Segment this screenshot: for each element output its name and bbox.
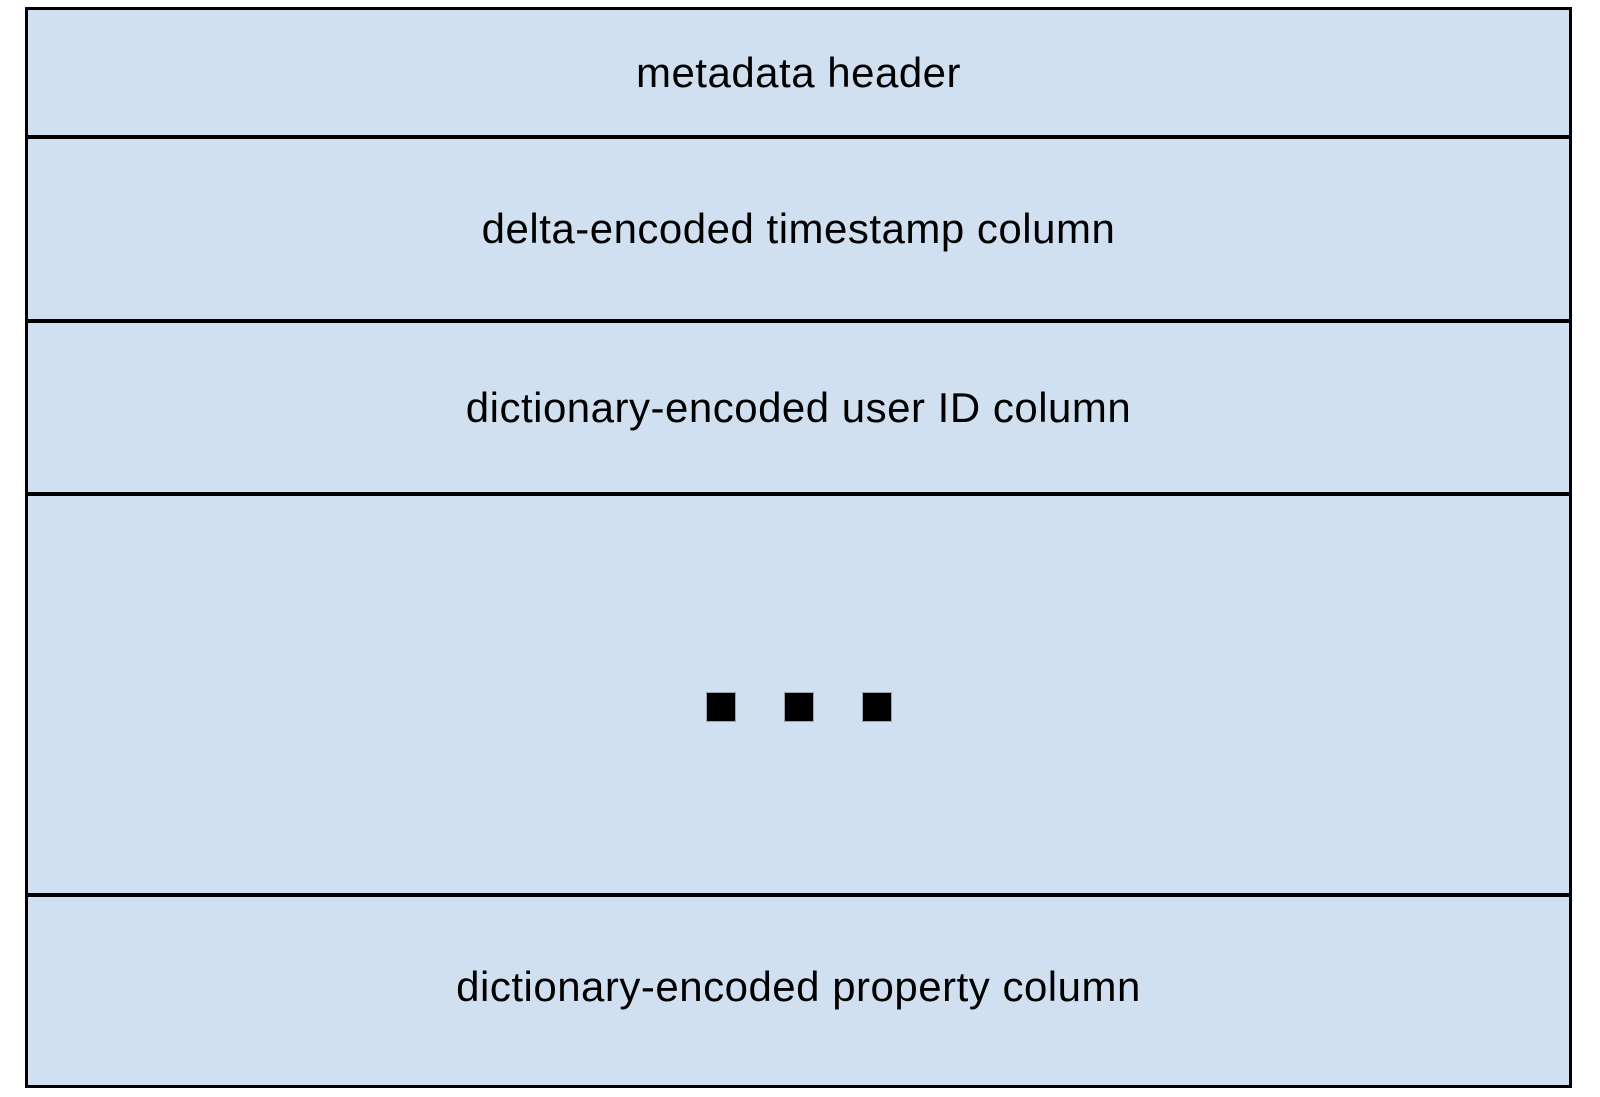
section-metadata-header: metadata header bbox=[28, 10, 1569, 135]
section-label: dictionary-encoded property column bbox=[456, 963, 1141, 1010]
ellipsis-square-icon bbox=[861, 691, 892, 722]
section-label: delta-encoded timestamp column bbox=[481, 205, 1116, 252]
section-ellipsis bbox=[28, 492, 1569, 893]
section-user-id-column: dictionary-encoded user ID column bbox=[28, 319, 1569, 492]
section-label: dictionary-encoded user ID column bbox=[465, 383, 1132, 431]
section-label: metadata header bbox=[635, 48, 962, 96]
columnar-file-layout-diagram: metadata header delta-encoded timestamp … bbox=[25, 7, 1572, 1088]
ellipsis-square-icon bbox=[705, 691, 736, 722]
ellipsis-squares-icon bbox=[705, 691, 892, 722]
section-timestamp-column: delta-encoded timestamp column bbox=[28, 135, 1569, 319]
section-property-column: dictionary-encoded property column bbox=[28, 893, 1569, 1077]
ellipsis-square-icon bbox=[783, 691, 814, 722]
